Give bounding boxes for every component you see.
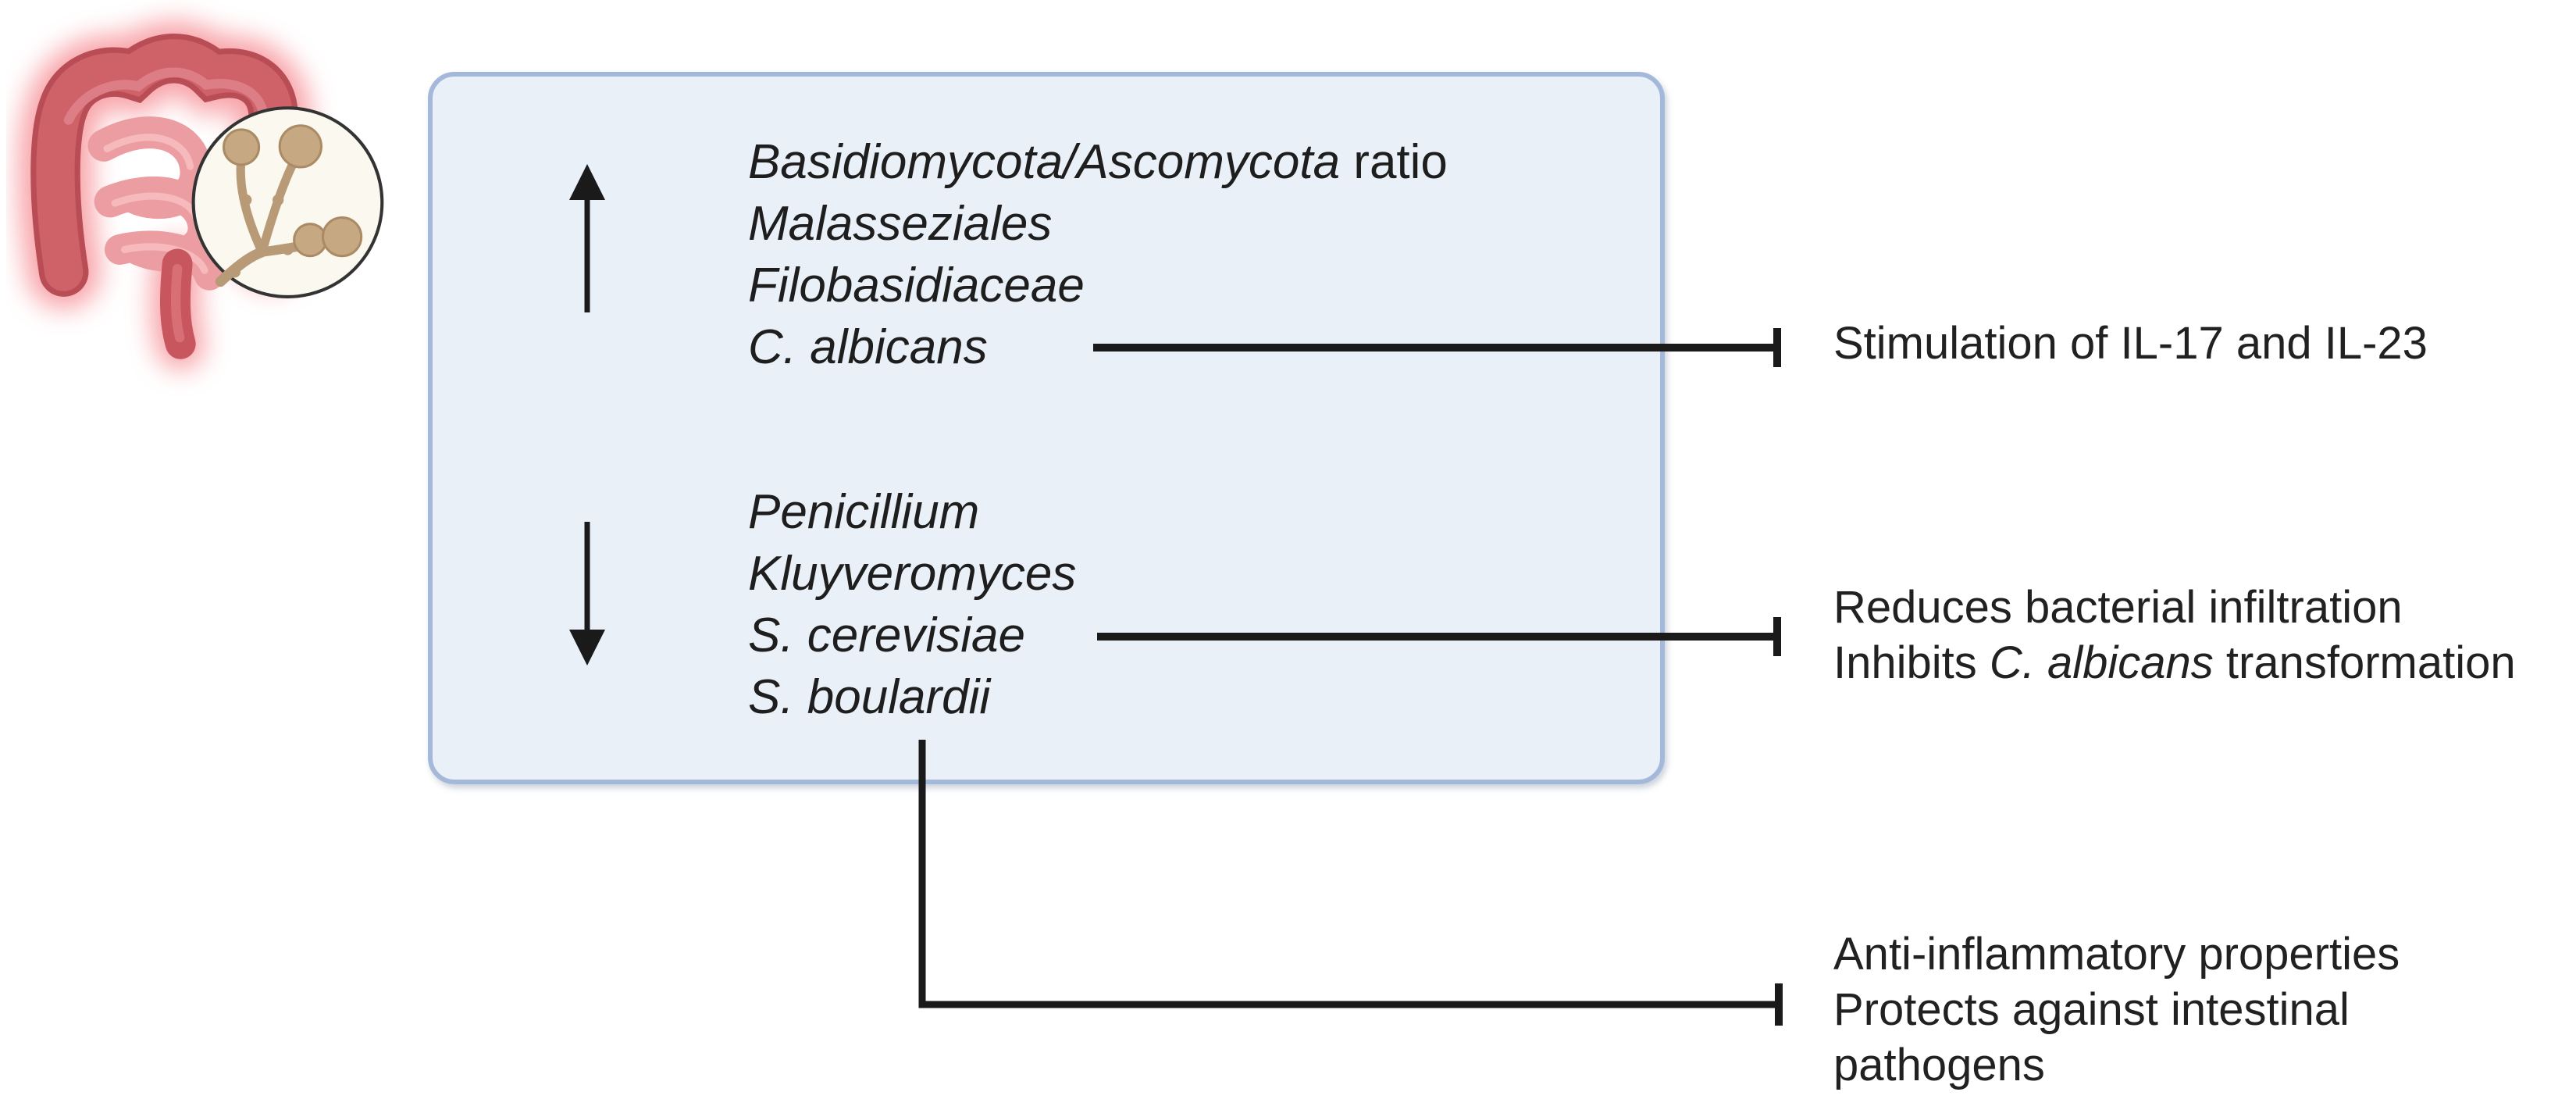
fungi-inset-circle bbox=[191, 106, 384, 298]
species-item: C. albicans bbox=[748, 320, 988, 374]
species-item: Filobasidiaceae bbox=[748, 259, 1085, 312]
annotation-line: Reduces bacterial infiltration bbox=[1833, 582, 2403, 633]
annotation-text: Inhibits bbox=[1833, 637, 1990, 688]
species-item: Malasseziales bbox=[748, 197, 1053, 251]
annotation-boulardii-effect: Anti-inflammatory properties Protects ag… bbox=[1833, 926, 2400, 1093]
annotation-line: pathogens bbox=[1833, 1040, 2045, 1090]
species-name: Basidiomycota/Ascomycota bbox=[748, 135, 1341, 189]
species-item: S. cerevisiae bbox=[748, 608, 1025, 662]
fungi-icon bbox=[215, 124, 363, 287]
annotation-line: Anti-inflammatory properties bbox=[1833, 929, 2400, 980]
annotation-cerevisiae-effect: Reduces bacterial infiltration Inhibits … bbox=[1833, 580, 2516, 691]
increased-species-list: Basidiomycota/Ascomycota ratio Malassezi… bbox=[748, 131, 1448, 378]
annotation-line: Inhibits C. albicans transformation bbox=[1833, 635, 2516, 691]
species-item: S. boulardii bbox=[748, 670, 991, 724]
species-suffix: ratio bbox=[1340, 135, 1448, 189]
intestine-illustration bbox=[18, 21, 384, 370]
species-item: Basidiomycota/Ascomycota ratio bbox=[748, 131, 1448, 193]
annotation-candida-effect: Stimulation of IL-17 and IL-23 bbox=[1833, 316, 2428, 371]
annotation-line: Stimulation of IL-17 and IL-23 bbox=[1833, 318, 2428, 369]
annotation-species-name: C. albicans bbox=[1989, 637, 2214, 688]
decreased-species-list: Penicillium Kluyveromyces S. cerevisiae … bbox=[748, 481, 1076, 728]
species-item: Kluyveromyces bbox=[748, 547, 1077, 601]
species-item: Penicillium bbox=[748, 485, 980, 539]
annotation-text: transformation bbox=[2213, 637, 2516, 688]
mycobiome-box bbox=[428, 72, 1665, 784]
rectum-icon bbox=[160, 248, 196, 359]
annotation-line: Protects against intestinal bbox=[1833, 984, 2350, 1035]
